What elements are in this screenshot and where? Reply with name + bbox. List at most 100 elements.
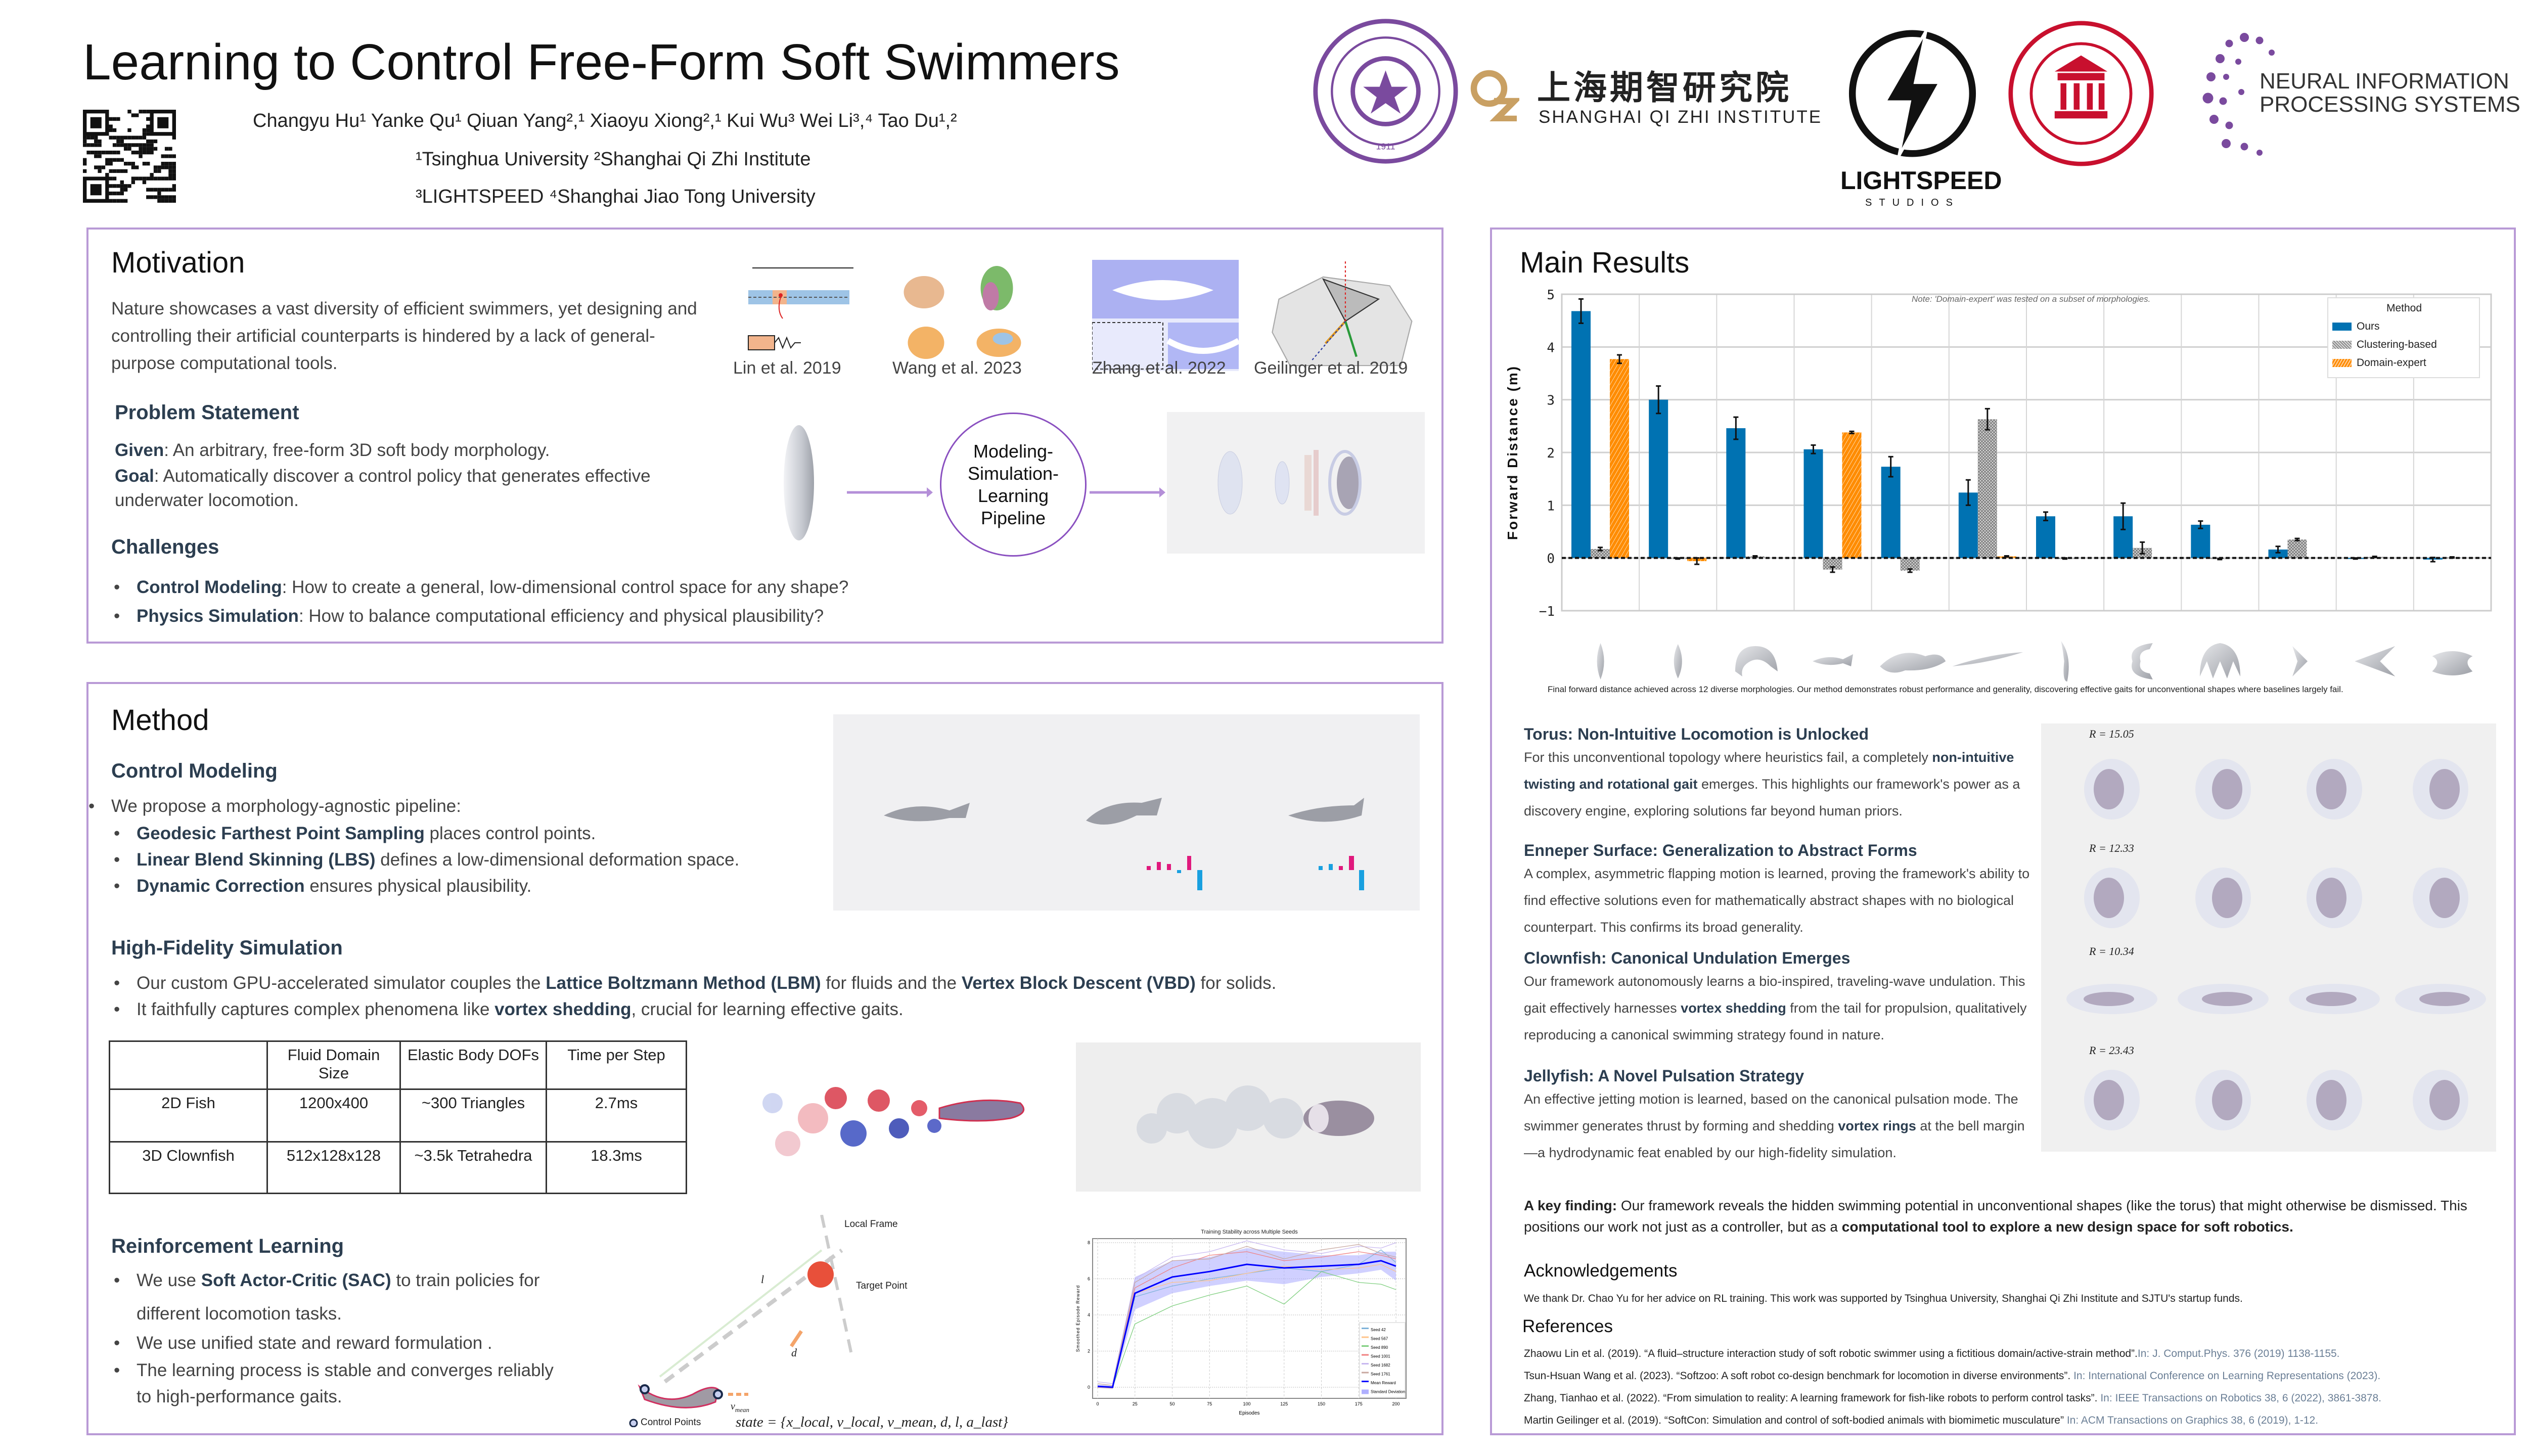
x-tick-label: 125 (1280, 1401, 1288, 1406)
qr-module (142, 110, 147, 114)
legend-swatch (1362, 1328, 1369, 1329)
qr-module (135, 150, 139, 155)
qr-module (90, 143, 95, 147)
qr-module (153, 165, 158, 169)
morphology-silhouette-8 (2132, 643, 2153, 679)
jellyfish-heading: Jellyfish: A Novel Pulsation Strategy (1524, 1067, 1804, 1085)
qr-module (153, 176, 158, 180)
reference-venue[interactable]: In: IEEE Transactions on Robotics 38, 6 … (2097, 1392, 2381, 1404)
qr-module (168, 199, 172, 203)
bar-ours (1881, 467, 1901, 558)
qr-module (164, 147, 169, 151)
vbd-bold: Vertex Block Descent (VBD) (961, 973, 1196, 993)
reference-venue[interactable]: In: J. Comput.Phys. 376 (2019) 1138-1155… (2137, 1348, 2340, 1359)
reference-venue[interactable]: In: International Conference on Learning… (2070, 1370, 2381, 1382)
swimmer-frame (2212, 878, 2242, 918)
series-line-seed-1682 (1097, 1240, 1396, 1384)
qr-module (172, 169, 176, 173)
qr-module (131, 143, 136, 147)
references-heading: References (1522, 1316, 1613, 1336)
qr-module (112, 143, 117, 147)
qr-module (139, 135, 143, 140)
swimmer-frame (2212, 1080, 2242, 1120)
qr-module (127, 184, 131, 188)
qr-module (168, 169, 172, 173)
qr-module (150, 147, 154, 151)
swimmer-frame (2212, 769, 2242, 809)
y-axis-label: Smoothed Episode Reward (1075, 1285, 1080, 1352)
direction-d-label: d (791, 1346, 797, 1359)
qr-module (172, 176, 176, 180)
table-row: 2D Fish 1200x400 ~300 Triangles 2.7ms (109, 1088, 687, 1143)
qr-module (146, 139, 150, 144)
x-tick-label: 75 (1207, 1401, 1212, 1406)
qr-module (86, 143, 91, 147)
qr-module (153, 147, 158, 151)
morphology-silhouette-4 (1813, 654, 1854, 666)
qr-module (131, 165, 136, 169)
training-legend (1359, 1322, 1406, 1398)
qr-module (168, 154, 172, 158)
qr-module (105, 158, 109, 162)
qr-module (116, 135, 120, 140)
qr-module (172, 184, 176, 188)
reference-item: Martin Geilinger et al. (2019). “SoftCon… (1524, 1415, 2318, 1427)
qr-module (109, 117, 113, 121)
qr-module (153, 169, 158, 173)
problem-given: Given: An arbitrary, free-form 3D soft b… (115, 437, 721, 464)
text: We use (137, 1270, 201, 1290)
bar-ours (2036, 516, 2055, 558)
qr-module (127, 128, 131, 132)
bar-ours (1803, 449, 1823, 558)
text: emerges. This highlights our framework's… (1524, 777, 2020, 818)
y-tick-label: 2 (1547, 446, 1555, 461)
simulation-table: Fluid Domain Size Elastic Body DOFs Time… (109, 1040, 687, 1194)
legend-label: Seed 1682 (1371, 1363, 1390, 1368)
qr-module (164, 154, 169, 158)
qr-module (112, 128, 117, 132)
qr-module (146, 128, 150, 132)
state-formula: state = {x_local, v_local, v_mean, d, l,… (736, 1414, 1008, 1430)
qr-module (131, 162, 136, 166)
x-tick-label: 175 (1355, 1401, 1363, 1406)
sac-bold: Soft Actor-Critic (SAC) (201, 1270, 391, 1290)
authors: Changyu Hu¹ Yanke Qu¹ Qiuan Yang²,¹ Xiao… (253, 110, 957, 131)
text: Our custom GPU-accelerated simulator cou… (137, 973, 546, 993)
goal-text: : Automatically discover a control polic… (115, 466, 651, 510)
reference-item: Tsun-Hsuan Wang et al. (2023). “Softzoo:… (1524, 1370, 2380, 1382)
qr-module (168, 188, 172, 192)
y-tick-label: −1 (1539, 604, 1555, 619)
qr-module (123, 135, 128, 140)
bold-text: computational tool to explore a new desi… (1841, 1219, 2293, 1235)
y-tick-label: 0 (1547, 552, 1555, 567)
qr-module (112, 158, 117, 162)
qr-module (112, 199, 117, 203)
ref-caption-wang: Wang et al. 2023 (892, 358, 1022, 378)
lightspeed-studios: STUDIOS (1865, 197, 1960, 208)
qr-module (142, 162, 147, 166)
qr-module (172, 173, 176, 177)
qr-module (150, 150, 154, 155)
bar-domain-expert (1842, 432, 1862, 558)
control-modeling-heading: Control Modeling (111, 760, 278, 782)
qr-module (109, 176, 113, 180)
qr-module (86, 150, 91, 155)
qr-code[interactable] (83, 110, 176, 203)
reference-venue[interactable]: In: ACM Transactions on Graphics 38, 6 (… (2063, 1415, 2319, 1426)
qr-module (142, 150, 147, 155)
simulation-bullet-2: It faithfully captures complex phenomena… (114, 999, 904, 1020)
rl-bullet-3: The learning process is stable and conve… (114, 1360, 554, 1381)
given-text: : An arbitrary, free-form 3D soft body m… (164, 440, 550, 460)
chart-note: Note: 'Domain-expert' was tested on a su… (1912, 294, 2151, 304)
table-header-cell: Time per Step (546, 1040, 687, 1090)
qr-module (98, 169, 102, 173)
qr-module (116, 191, 120, 196)
qr-module (153, 139, 158, 144)
lightspeed-name: LIGHTSPEED (1840, 166, 2002, 195)
bullet-text: places control points. (424, 824, 596, 843)
qr-module (139, 143, 143, 147)
motivation-panel: Motivation Nature showcases a vast diver… (86, 228, 1443, 644)
qr-module (161, 154, 165, 158)
morphology-silhouette-3 (1735, 646, 1778, 676)
